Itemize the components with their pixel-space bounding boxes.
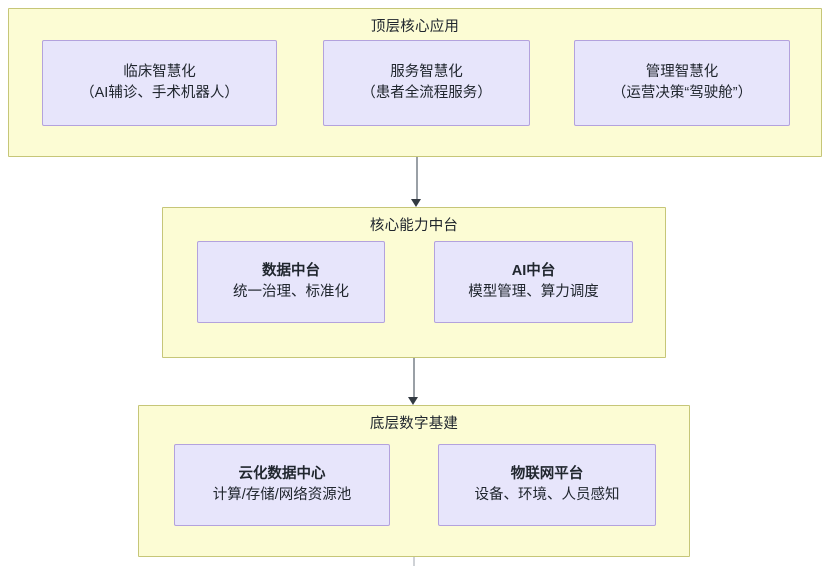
node-management-intelligence[interactable]: 管理智慧化 （运营决策“驾驶舱”） [574, 40, 790, 126]
node-service-intelligence-subtitle: （患者全流程服务） [361, 85, 492, 101]
node-clinical-intelligence-subtitle: （AI辅诊、手术机器人） [80, 85, 239, 101]
layer-title-top-application: 顶层核心应用 [370, 19, 460, 35]
node-ai-platform-subtitle: 模型管理、算力调度 [468, 284, 599, 300]
node-data-platform-subtitle: 统一治理、标准化 [233, 284, 349, 300]
node-iot-platform-subtitle: 设备、环境、人员感知 [474, 487, 620, 503]
connector-top-to-core-line [416, 157, 418, 200]
connector-stub-below-infrastructure [413, 557, 415, 566]
node-cloud-data-center-title: 云化数据中心 [238, 466, 326, 482]
node-service-intelligence[interactable]: 服务智慧化 （患者全流程服务） [323, 40, 530, 126]
node-ai-platform[interactable]: AI中台 模型管理、算力调度 [434, 241, 633, 323]
node-data-platform-title: 数据中台 [262, 263, 320, 279]
node-iot-platform[interactable]: 物联网平台 设备、环境、人员感知 [438, 444, 656, 526]
layer-top-application: 顶层核心应用 临床智慧化 （AI辅诊、手术机器人） 服务智慧化 （患者全流程服务… [8, 8, 822, 157]
connector-top-to-core-arrowhead [411, 199, 422, 207]
node-data-platform[interactable]: 数据中台 统一治理、标准化 [197, 241, 385, 323]
layer-core-capability-platform: 核心能力中台 数据中台 统一治理、标准化 AI中台 模型管理、算力调度 [162, 207, 666, 358]
node-management-intelligence-subtitle: （运营决策“驾驶舱”） [611, 85, 753, 101]
node-iot-platform-title: 物联网平台 [510, 466, 584, 482]
node-cloud-data-center[interactable]: 云化数据中心 计算/存储/网络资源池 [174, 444, 390, 526]
connector-core-to-infrastructure [408, 358, 425, 408]
node-cloud-data-center-subtitle: 计算/存储/网络资源池 [212, 487, 352, 503]
connector-core-to-infrastructure-line [413, 358, 415, 398]
layer-title-core-capability-platform: 核心能力中台 [369, 218, 459, 234]
connector-top-to-core [411, 157, 428, 207]
node-clinical-intelligence-title: 临床智慧化 [123, 64, 196, 80]
node-ai-platform-title: AI中台 [511, 263, 556, 279]
connector-core-to-infrastructure-arrowhead [408, 397, 419, 405]
node-clinical-intelligence[interactable]: 临床智慧化 （AI辅诊、手术机器人） [42, 40, 277, 126]
node-management-intelligence-title: 管理智慧化 [645, 64, 719, 80]
layer-title-digital-infrastructure: 底层数字基建 [369, 416, 459, 432]
node-service-intelligence-title: 服务智慧化 [390, 64, 463, 80]
layer-digital-infrastructure: 底层数字基建 云化数据中心 计算/存储/网络资源池 物联网平台 设备、环境、人员… [138, 405, 690, 557]
